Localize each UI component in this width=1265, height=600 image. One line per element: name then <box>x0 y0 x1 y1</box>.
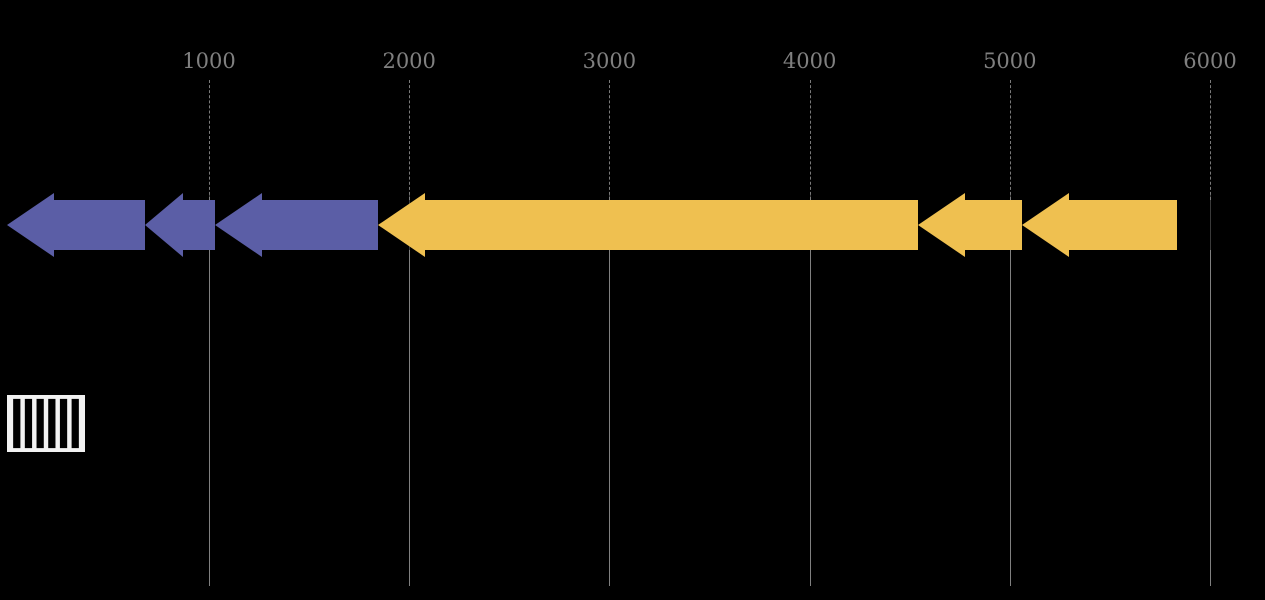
legend-swatch-striped <box>7 395 85 452</box>
feature-arrow-feature-5[interactable] <box>918 193 1022 257</box>
feature-arrow-feature-6[interactable] <box>1022 193 1177 257</box>
legend-stripe-pattern <box>8 396 84 451</box>
gridline-1000-lower <box>209 250 211 586</box>
gridline-3000-lower <box>609 250 611 586</box>
feature-arrow-shape <box>918 193 1022 257</box>
legend-stripe <box>13 398 21 449</box>
gridline-3000-upper <box>609 80 611 200</box>
gridline-5000-lower <box>1009 250 1012 586</box>
legend-swatch-background <box>8 396 84 451</box>
gridline-6000-lower <box>1210 250 1212 586</box>
gridline-2000-lower <box>409 250 411 586</box>
gridline-2000-upper <box>409 80 411 200</box>
feature-arrow-shape <box>7 193 145 257</box>
axis-tick-label-2000: 2000 <box>382 49 436 73</box>
axis-tick-label-6000: 6000 <box>1183 49 1237 73</box>
legend-stripe <box>24 398 33 449</box>
gridline-6000-upper <box>1210 80 1212 200</box>
axis-tick-label-4000: 4000 <box>782 49 837 73</box>
gridline-4000-lower <box>809 250 812 586</box>
feature-arrow-feature-4[interactable] <box>378 193 918 257</box>
feature-arrow-feature-1[interactable] <box>7 193 145 257</box>
feature-arrow-feature-2[interactable] <box>145 193 215 257</box>
feature-arrow-shape <box>145 193 215 257</box>
gridline-6000-crossing <box>1210 195 1212 255</box>
legend-stripe <box>71 398 79 449</box>
axis-tick-label-1000: 1000 <box>182 49 236 73</box>
feature-arrow-shape <box>378 193 918 257</box>
feature-polygon <box>215 193 378 257</box>
feature-arrow-shape <box>1022 193 1177 257</box>
legend-stripe <box>36 398 44 449</box>
feature-polygon <box>378 193 918 257</box>
gridline-1000-upper <box>209 80 211 200</box>
feature-polygon <box>918 193 1022 257</box>
feature-polygon <box>7 193 145 257</box>
gridline-4000-upper <box>809 80 812 200</box>
feature-polygon <box>1022 193 1177 257</box>
feature-polygon <box>145 193 215 257</box>
axis-tick-label-3000: 3000 <box>582 49 637 73</box>
feature-arrow-feature-3[interactable] <box>215 193 378 257</box>
axis-tick-label-5000: 5000 <box>983 49 1037 73</box>
legend-stripe <box>59 398 68 449</box>
legend-stripe <box>48 398 56 449</box>
feature-arrow-shape <box>215 193 378 257</box>
gridline-5000-upper <box>1009 80 1012 200</box>
